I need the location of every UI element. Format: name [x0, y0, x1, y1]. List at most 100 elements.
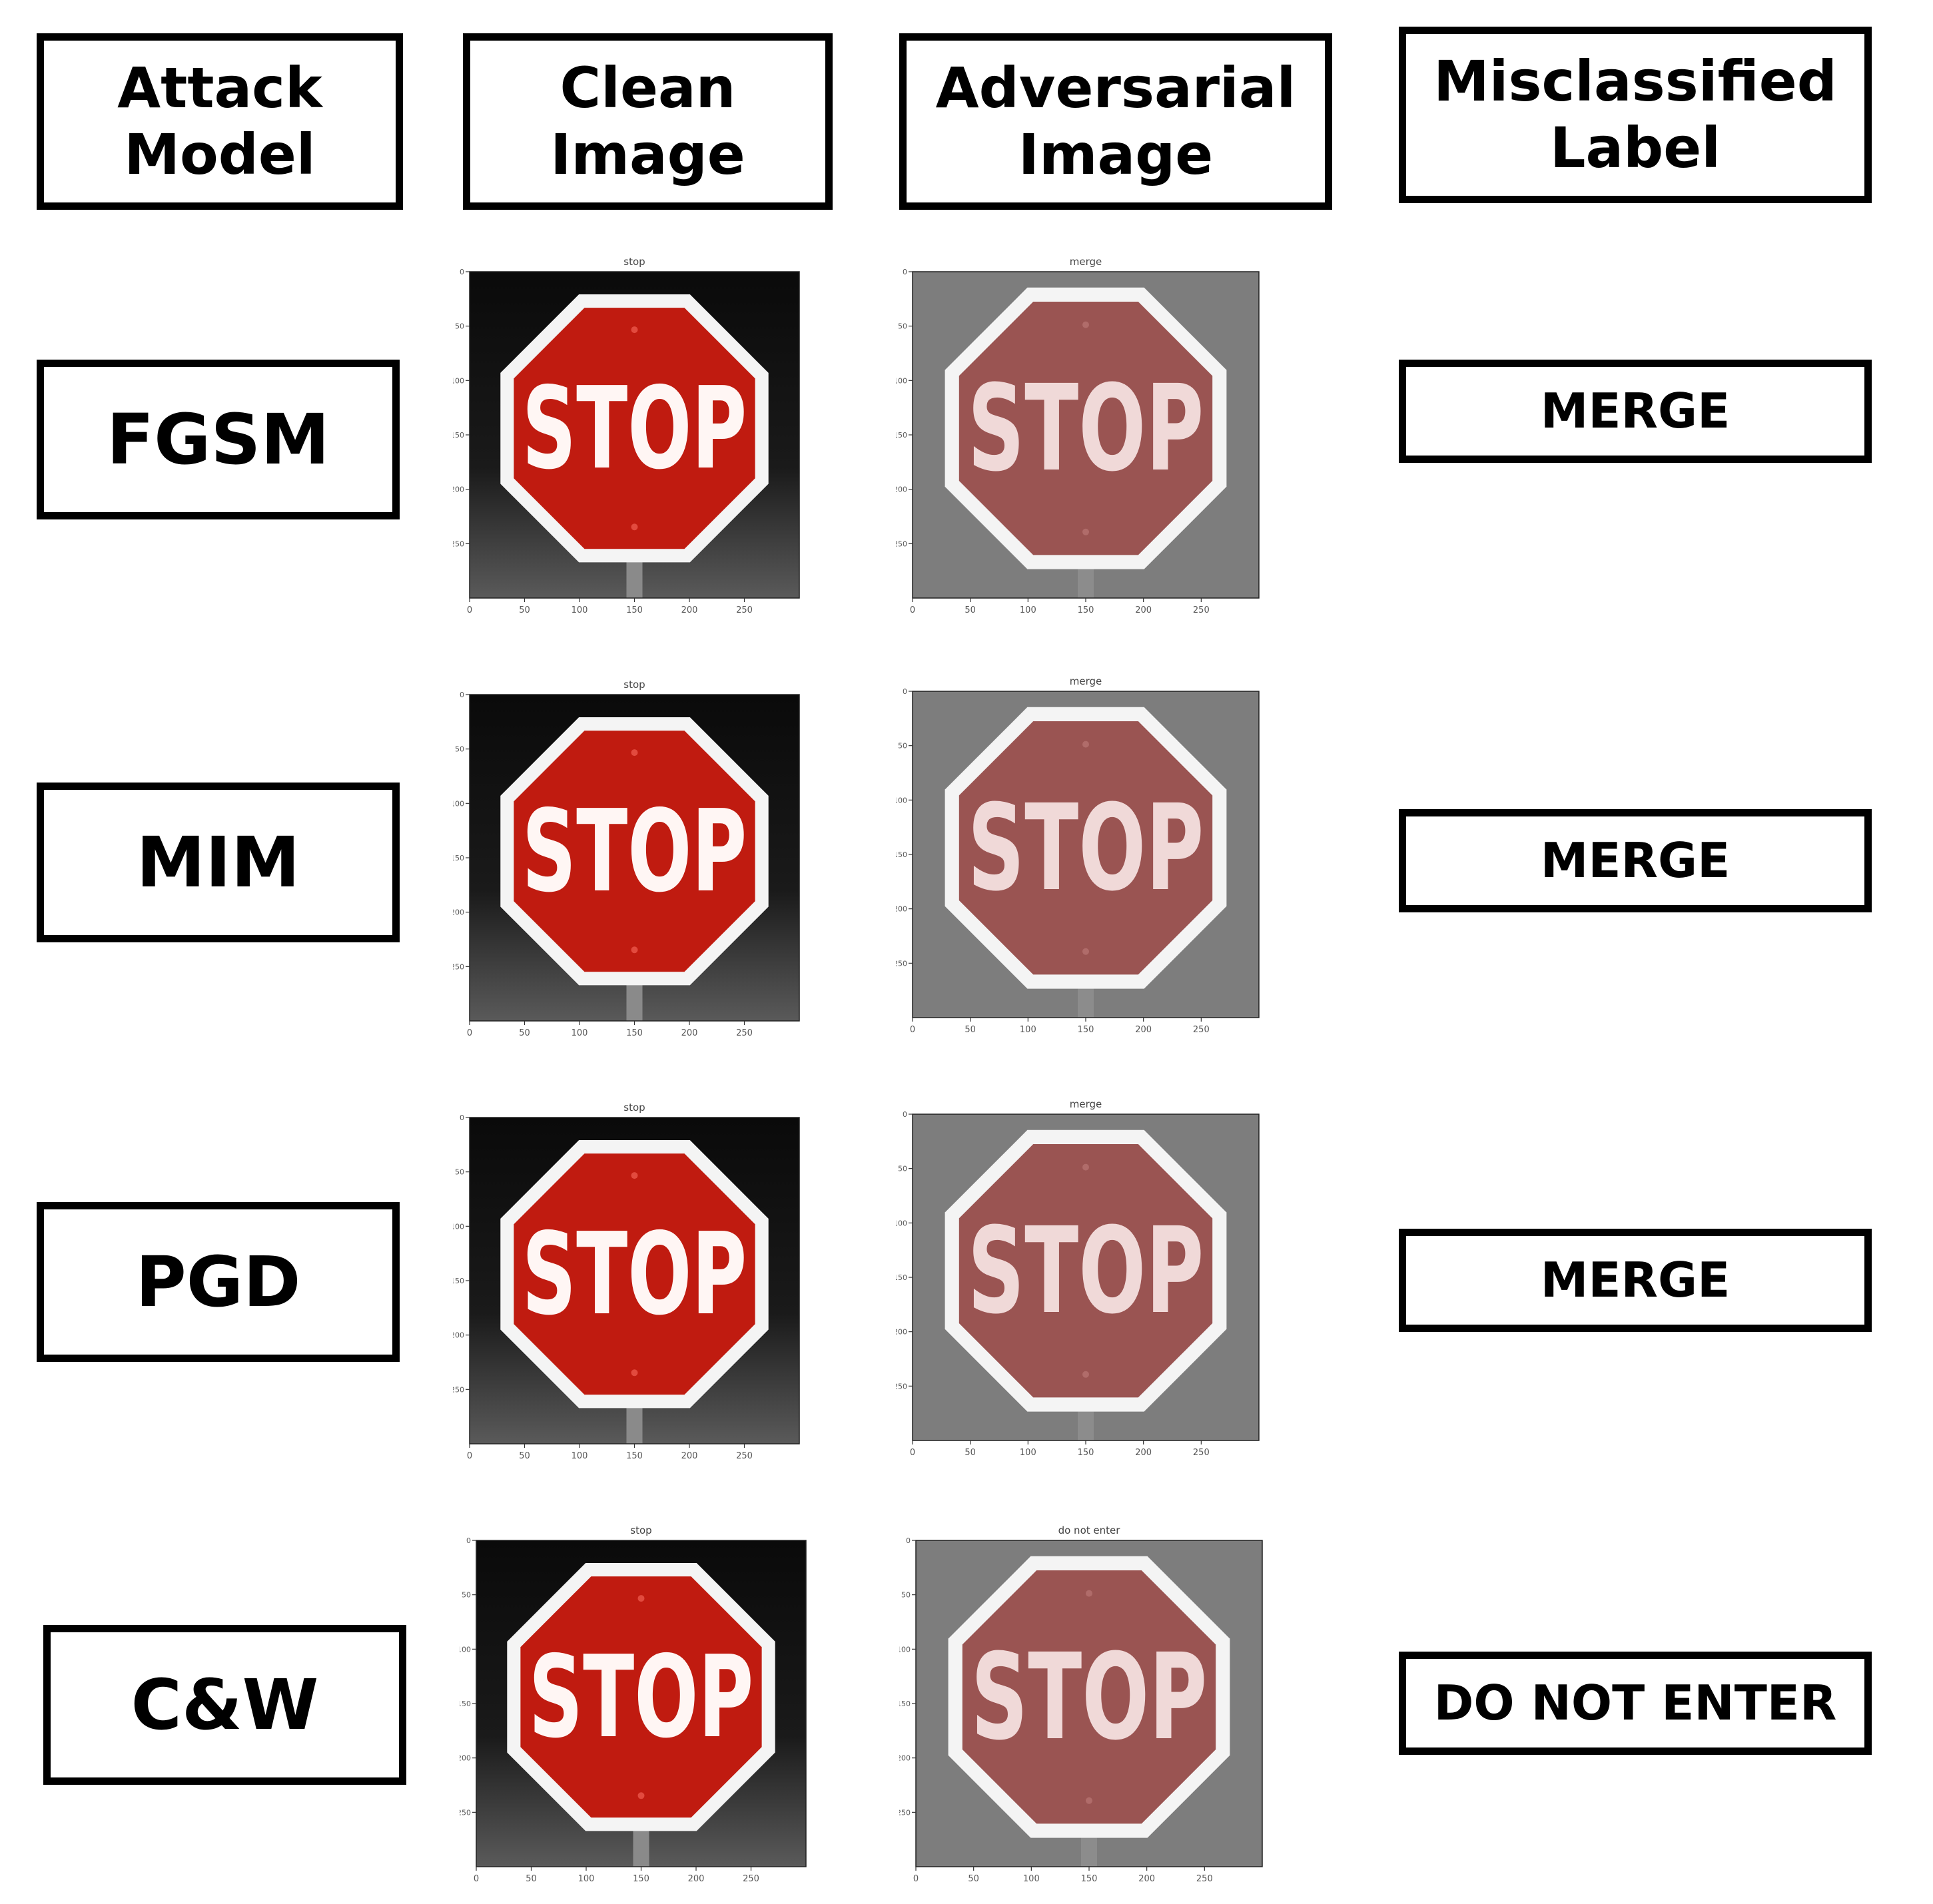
x-tick-label: 50: [968, 1874, 979, 1884]
x-tick-label: 250: [736, 1028, 753, 1038]
x-tick-label: 100: [1023, 1874, 1040, 1884]
y-tick-label: 50: [462, 1591, 471, 1600]
sign-bolt: [1086, 1797, 1092, 1804]
y-tick-label: 50: [898, 742, 907, 751]
y-tick-label: 0: [906, 1536, 911, 1545]
y-tick-label: 200: [453, 1331, 464, 1340]
sign-bolt: [631, 326, 638, 334]
y-tick-label: 200: [899, 1754, 911, 1763]
x-tick-label: 0: [474, 1874, 479, 1884]
sign-stop-text: STOP: [971, 1628, 1208, 1767]
sign-bolt: [631, 1369, 638, 1377]
y-tick-label: 0: [466, 1536, 471, 1545]
y-tick-label: 250: [453, 539, 464, 548]
sign-stop-text: STOP: [529, 1632, 754, 1763]
misclassified-label: MERGE: [1399, 1229, 1872, 1332]
sign-face: [959, 721, 1213, 975]
panel-title: stop: [630, 1524, 651, 1536]
x-tick-label: 50: [965, 1025, 976, 1035]
y-tick-label: 250: [460, 1808, 471, 1817]
sign-bolt: [1082, 948, 1089, 955]
misclassified-label: DO NOT ENTER: [1399, 1652, 1872, 1755]
x-tick-label: 200: [1138, 1874, 1155, 1884]
y-tick-label: 200: [896, 905, 907, 914]
sign-face: [962, 1570, 1216, 1824]
attack-model-label: C&W: [43, 1625, 406, 1785]
header-clean-image: Clean Image: [463, 33, 833, 210]
sign-bolt: [631, 523, 638, 531]
panel-title: merge: [1070, 675, 1102, 687]
x-tick-label: 250: [736, 1451, 753, 1461]
y-tick-label: 100: [899, 1645, 911, 1654]
sign-face: [959, 302, 1213, 555]
attack-model-label: MIM: [37, 783, 400, 942]
x-tick-label: 50: [965, 1448, 976, 1458]
sign-stop-text: STOP: [522, 786, 747, 918]
sign-stop-text: STOP: [522, 363, 747, 495]
sign-stop-text: STOP: [968, 360, 1204, 498]
x-tick-label: 100: [572, 1451, 588, 1461]
x-tick-label: 0: [467, 1028, 472, 1038]
x-tick-label: 100: [578, 1874, 595, 1884]
y-tick-label: 250: [896, 1382, 907, 1391]
x-tick-label: 0: [913, 1874, 919, 1884]
y-tick-label: 200: [896, 485, 907, 494]
y-tick-label: 0: [903, 687, 907, 696]
misclassified-label: MERGE: [1399, 360, 1872, 463]
x-tick-label: 50: [526, 1874, 537, 1884]
y-tick-label: 250: [896, 959, 907, 968]
y-tick-label: 100: [896, 796, 907, 804]
plot-svg: do not enterSTOP005050100100150150200200…: [897, 1524, 1263, 1884]
attack-model-label: FGSM: [37, 360, 400, 519]
y-tick-label: 50: [898, 322, 907, 331]
x-tick-label: 250: [736, 605, 753, 615]
panel-title: stop: [623, 679, 645, 691]
x-tick-label: 150: [626, 1451, 643, 1461]
sign-bolt: [631, 749, 638, 757]
y-tick-label: 50: [455, 1168, 464, 1177]
plot-svg: mergeSTOP005050100100150150200200250250: [893, 675, 1260, 1035]
adversarial-image-plot: mergeSTOP005050100100150150200200250250: [893, 673, 1276, 1046]
adversarial-image-plot: do not enterSTOP005050100100150150200200…: [897, 1522, 1279, 1895]
y-tick-label: 150: [896, 431, 907, 440]
x-tick-label: 0: [467, 605, 472, 615]
sign-bolt: [637, 1595, 645, 1602]
attack-model-label: PGD: [37, 1202, 400, 1362]
y-tick-label: 50: [455, 322, 464, 331]
x-tick-label: 150: [1078, 1448, 1094, 1458]
y-tick-label: 200: [453, 908, 464, 917]
y-tick-label: 100: [453, 1222, 464, 1231]
sign-face: [514, 731, 755, 972]
y-tick-label: 150: [453, 1277, 464, 1285]
sign-stop-text: STOP: [968, 779, 1204, 918]
x-tick-label: 150: [626, 1028, 643, 1038]
x-tick-label: 250: [1193, 605, 1210, 615]
x-tick-label: 50: [519, 605, 530, 615]
sign-face: [959, 1144, 1213, 1398]
x-tick-label: 150: [626, 605, 643, 615]
panel-title: stop: [623, 256, 645, 268]
y-tick-label: 200: [896, 1328, 907, 1337]
x-tick-label: 50: [519, 1028, 530, 1038]
sign-stop-text: STOP: [522, 1209, 747, 1341]
sign-bolt: [1082, 1163, 1089, 1171]
sign-bolt: [1082, 741, 1089, 748]
plot-svg: stopSTOP005050100100150150200200250250: [457, 1524, 807, 1884]
clean-image-plot: stopSTOP005050100100150150200200250250: [450, 1099, 816, 1472]
header-adversarial-image: Adversarial Image: [899, 33, 1332, 210]
sign-face: [520, 1576, 762, 1818]
panel-title: stop: [623, 1102, 645, 1113]
x-tick-label: 150: [1081, 1874, 1098, 1884]
sign-face: [514, 308, 755, 549]
y-tick-label: 150: [460, 1700, 471, 1708]
y-tick-label: 0: [460, 1113, 464, 1122]
x-tick-label: 100: [572, 605, 588, 615]
y-tick-label: 50: [898, 1165, 907, 1173]
y-tick-label: 0: [903, 1110, 907, 1119]
x-tick-label: 200: [681, 1451, 698, 1461]
clean-image-plot: stopSTOP005050100100150150200200250250: [450, 676, 816, 1049]
sign-bolt: [637, 1792, 645, 1799]
y-tick-label: 0: [460, 268, 464, 276]
panel-title: merge: [1070, 256, 1102, 268]
plot-svg: stopSTOP005050100100150150200200250250: [450, 1102, 800, 1461]
